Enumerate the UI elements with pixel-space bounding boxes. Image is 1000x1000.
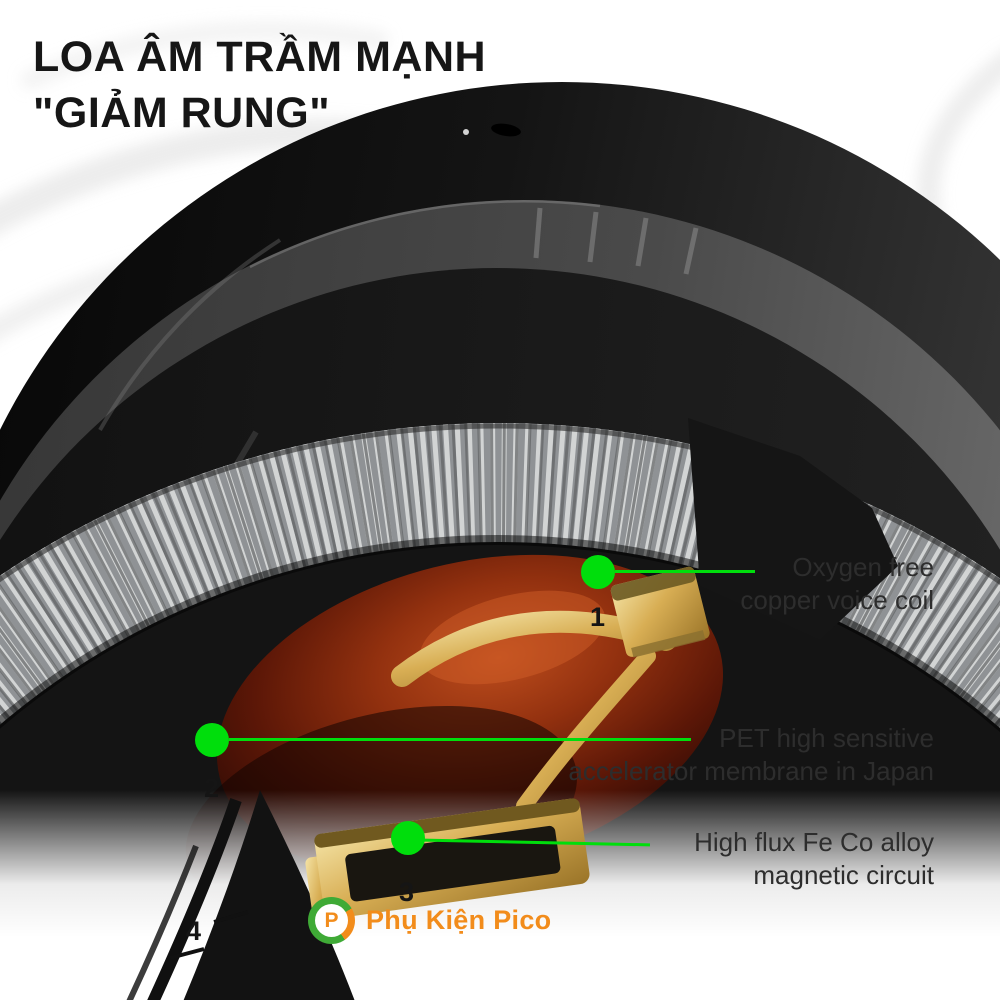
callout-3-line1: High flux Fe Co alloy xyxy=(694,827,934,857)
headline-line2: "GIẢM RUNG" xyxy=(33,88,331,137)
callout-1-line1: Oxygen free xyxy=(792,552,934,582)
callout-marker-2 xyxy=(195,723,229,757)
voice-coil-former xyxy=(391,566,710,814)
pico-logo-icon: P xyxy=(308,897,355,944)
headline: LOA ÂM TRẦM MẠNH "GIẢM RUNG" xyxy=(33,30,486,142)
rim-screw-notch xyxy=(463,123,521,137)
callout-2-line1: PET high sensitive xyxy=(719,723,934,753)
callout-2-line2: accelerator membrane in Japan xyxy=(568,756,934,786)
callout-marker-3 xyxy=(391,821,425,855)
part-number-1: 1 xyxy=(590,602,606,632)
brand-name: Phụ Kiện Pico xyxy=(366,905,552,935)
callout-leader-line-1 xyxy=(615,570,755,573)
callout-1-line2: copper voice coil xyxy=(740,585,934,615)
callout-label-2: PET high sensitive accelerator membrane … xyxy=(568,722,934,788)
part-number-3: 3 xyxy=(399,877,415,907)
pico-logo-letter: P xyxy=(315,904,348,937)
headline-line1: LOA ÂM TRẦM MẠNH xyxy=(33,33,487,81)
callout-label-1: Oxygen free copper voice coil xyxy=(740,551,934,617)
shell-cross-section xyxy=(126,790,355,1000)
callout-label-3: High flux Fe Co alloy magnetic circuit xyxy=(694,826,934,892)
part-number-4: 4 xyxy=(186,916,202,946)
callout-leader-line-2 xyxy=(229,738,691,741)
part-number-2: 2 xyxy=(204,773,220,803)
callout-3-line2: magnetic circuit xyxy=(753,860,934,890)
callout-marker-1 xyxy=(581,555,615,589)
brand-logo: P Phụ Kiện Pico xyxy=(308,897,551,944)
